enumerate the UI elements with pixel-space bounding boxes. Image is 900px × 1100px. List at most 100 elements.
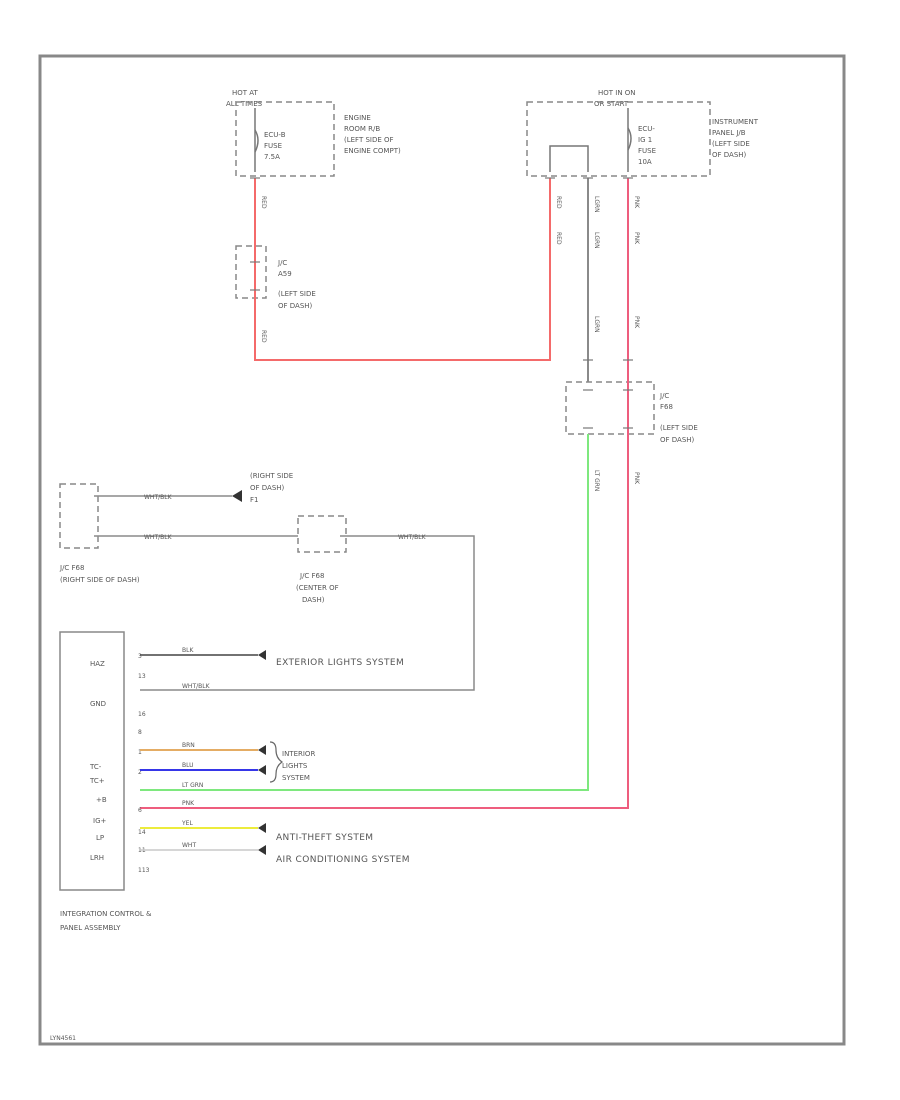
junction-f68-location-2: OF DASH) bbox=[660, 436, 695, 444]
arrow-right-icon bbox=[258, 650, 266, 660]
arrow-right-icon bbox=[258, 845, 266, 855]
junction-a59-location: (LEFT SIDE bbox=[278, 290, 316, 298]
module-name-2: PANEL ASSEMBLY bbox=[60, 924, 121, 932]
wire-label-wht-blk: WHT/BLK bbox=[398, 534, 427, 541]
fuse-ecu-ig-location-2: PANEL J/B bbox=[712, 129, 746, 137]
fuse-ecu-ig-location-3: (LEFT SIDE bbox=[712, 140, 750, 148]
fuse-ecu-ig-label: ECU- bbox=[638, 125, 655, 133]
fuse-ecu-b-location-4: ENGINE COMPT) bbox=[344, 147, 401, 155]
integration-control-panel-module: HAZ GND TC- TC+ +B IG+ LP LRH 3 13 16 8 … bbox=[59, 631, 152, 932]
pin-tc-plus: TC+ bbox=[89, 777, 105, 785]
wires-top bbox=[140, 178, 629, 809]
fuse-box-ecu-ig1: HOT IN ON OR START ECU- IG 1 FUSE 10A IN… bbox=[526, 89, 759, 177]
wire-label-blu: BLU bbox=[182, 762, 194, 769]
pin-tc-minus: TC- bbox=[89, 763, 102, 771]
junction-a59: J/C A59 (LEFT SIDE OF DASH) bbox=[235, 245, 316, 310]
wire-wht-blk-gnd bbox=[140, 535, 475, 691]
junction-f68-left: J/C F68 (LEFT SIDE OF DASH) bbox=[565, 381, 698, 444]
wire-code-labels: RED RED RED RED LGRN LGRN LGRN LT GRN PN… bbox=[260, 196, 640, 491]
pin-number: 6 bbox=[138, 807, 142, 814]
fuse-ecu-ig-rating: 10A bbox=[638, 158, 652, 166]
wire-label-pnk: PNK bbox=[633, 232, 640, 245]
arrow-right-icon bbox=[258, 745, 266, 755]
internal-jumper bbox=[549, 145, 589, 172]
ground-arrow-icon bbox=[232, 490, 242, 502]
air-conditioning-system-label: AIR CONDITIONING SYSTEM bbox=[276, 855, 410, 865]
wire-pnk bbox=[140, 178, 629, 809]
wire-label-wht-blk: WHT/BLK bbox=[144, 494, 173, 501]
wire-label-wht: WHT bbox=[182, 842, 196, 849]
fuse-box-ecu-b: HOT AT ALL TIMES ECU-B FUSE 7.5A ENGINE … bbox=[226, 89, 401, 177]
fuse-ecu-b-rating: 7.5A bbox=[264, 153, 280, 161]
fuse-ecu-b-location: ENGINE bbox=[344, 114, 371, 122]
interior-lights-system-label-2: LIGHTS bbox=[282, 762, 308, 770]
junction-a59-location-2: OF DASH) bbox=[278, 302, 313, 310]
ground-id: F1 bbox=[250, 496, 258, 504]
wire-label-pnk: PNK bbox=[182, 800, 195, 807]
fuse-ecu-b-label-2: FUSE bbox=[264, 142, 282, 150]
pin-number: 16 bbox=[138, 711, 146, 718]
junction-f68-right-box bbox=[59, 483, 99, 549]
pin-b-plus: +B bbox=[96, 796, 107, 804]
junction-f68-id: F68 bbox=[660, 403, 673, 411]
fuse-ecu-b-box bbox=[235, 101, 335, 177]
junction-f68-center-location-2: DASH) bbox=[302, 596, 325, 604]
connector-ticks bbox=[250, 177, 633, 429]
pin-number: 113 bbox=[138, 867, 150, 874]
wire-label-blk: BLK bbox=[182, 647, 194, 654]
diagram-frame bbox=[38, 54, 846, 1046]
wire-label-brn: BRN bbox=[182, 742, 195, 749]
wire-label-lt-grn: LT GRN bbox=[593, 470, 600, 491]
arrow-right-icon bbox=[258, 823, 266, 833]
pin-lp: LP bbox=[96, 834, 104, 842]
diagram-code: LYN4561 bbox=[50, 1035, 76, 1042]
pin-gnd: GND bbox=[90, 700, 106, 708]
wire-label-wht-blk: WHT/BLK bbox=[144, 534, 173, 541]
fuse-symbol-icon bbox=[627, 127, 632, 151]
exterior-lights-system-label: EXTERIOR LIGHTS SYSTEM bbox=[276, 658, 404, 668]
arrow-right-icon bbox=[258, 765, 266, 775]
wire-label-red: RED bbox=[260, 196, 267, 209]
junction-f68-right-location: (RIGHT SIDE OF DASH) bbox=[60, 576, 140, 584]
pin-ig-plus: IG+ bbox=[93, 817, 106, 825]
wire-red bbox=[254, 178, 551, 361]
pin-number: 13 bbox=[138, 673, 146, 680]
wire-label-lgrn: LGRN bbox=[593, 196, 600, 213]
junction-a59-name: J/C bbox=[277, 259, 287, 267]
junction-a59-id: A59 bbox=[278, 270, 292, 278]
fuse-ecu-b-location-3: (LEFT SIDE OF bbox=[344, 136, 394, 144]
brace-icon bbox=[269, 741, 284, 783]
junction-f68-name: J/C bbox=[659, 392, 669, 400]
wire-label-lgrn: LGRN bbox=[593, 232, 600, 249]
pin-number: 14 bbox=[138, 829, 146, 836]
wire-label-pnk: PNK bbox=[633, 316, 640, 329]
wire-label-red: RED bbox=[555, 196, 562, 209]
wire-label-red: RED bbox=[555, 232, 562, 245]
wire-label-pnk: PNK bbox=[633, 472, 640, 485]
pin-number: 8 bbox=[138, 729, 142, 736]
junction-f68-right-name: J/C F68 bbox=[59, 564, 84, 572]
wire-label-lgrn: LGRN bbox=[593, 316, 600, 333]
junction-f68-location: (LEFT SIDE bbox=[660, 424, 698, 432]
fuse-symbol-icon bbox=[254, 129, 259, 153]
fuse-ecu-ig-location-4: OF DASH) bbox=[712, 151, 747, 159]
fuse-ecu-ig-header: HOT IN ON bbox=[598, 89, 636, 97]
module-output-wires: BLK WHT/BLK BRN BLU LT GRN PNK YEL WHT bbox=[140, 647, 284, 855]
ground-section: WHT/BLK WHT/BLK (RIGHT SIDE OF DASH) F1 … bbox=[59, 472, 475, 691]
fuse-ecu-ig-label-2: IG 1 bbox=[638, 136, 652, 144]
junction-f68-center-box bbox=[297, 515, 347, 553]
pin-number: 3 bbox=[138, 653, 142, 660]
pin-haz: HAZ bbox=[90, 660, 105, 668]
interior-lights-system-label: INTERIOR bbox=[282, 750, 315, 758]
wire-label-wht-blk: WHT/BLK bbox=[182, 683, 211, 690]
fuse-ecu-ig-box bbox=[526, 101, 711, 177]
fuse-ecu-b-header: HOT AT bbox=[232, 89, 259, 97]
fuse-ecu-b-header-2: ALL TIMES bbox=[226, 100, 263, 108]
pin-lrh: LRH bbox=[90, 854, 104, 862]
fuse-ecu-b-location-2: ROOM R/B bbox=[344, 125, 380, 133]
module-box bbox=[59, 631, 125, 891]
system-labels: EXTERIOR LIGHTS SYSTEM INTERIOR LIGHTS S… bbox=[276, 658, 410, 865]
pin-number: 1 bbox=[138, 749, 142, 756]
pin-number: 2 bbox=[138, 769, 142, 776]
